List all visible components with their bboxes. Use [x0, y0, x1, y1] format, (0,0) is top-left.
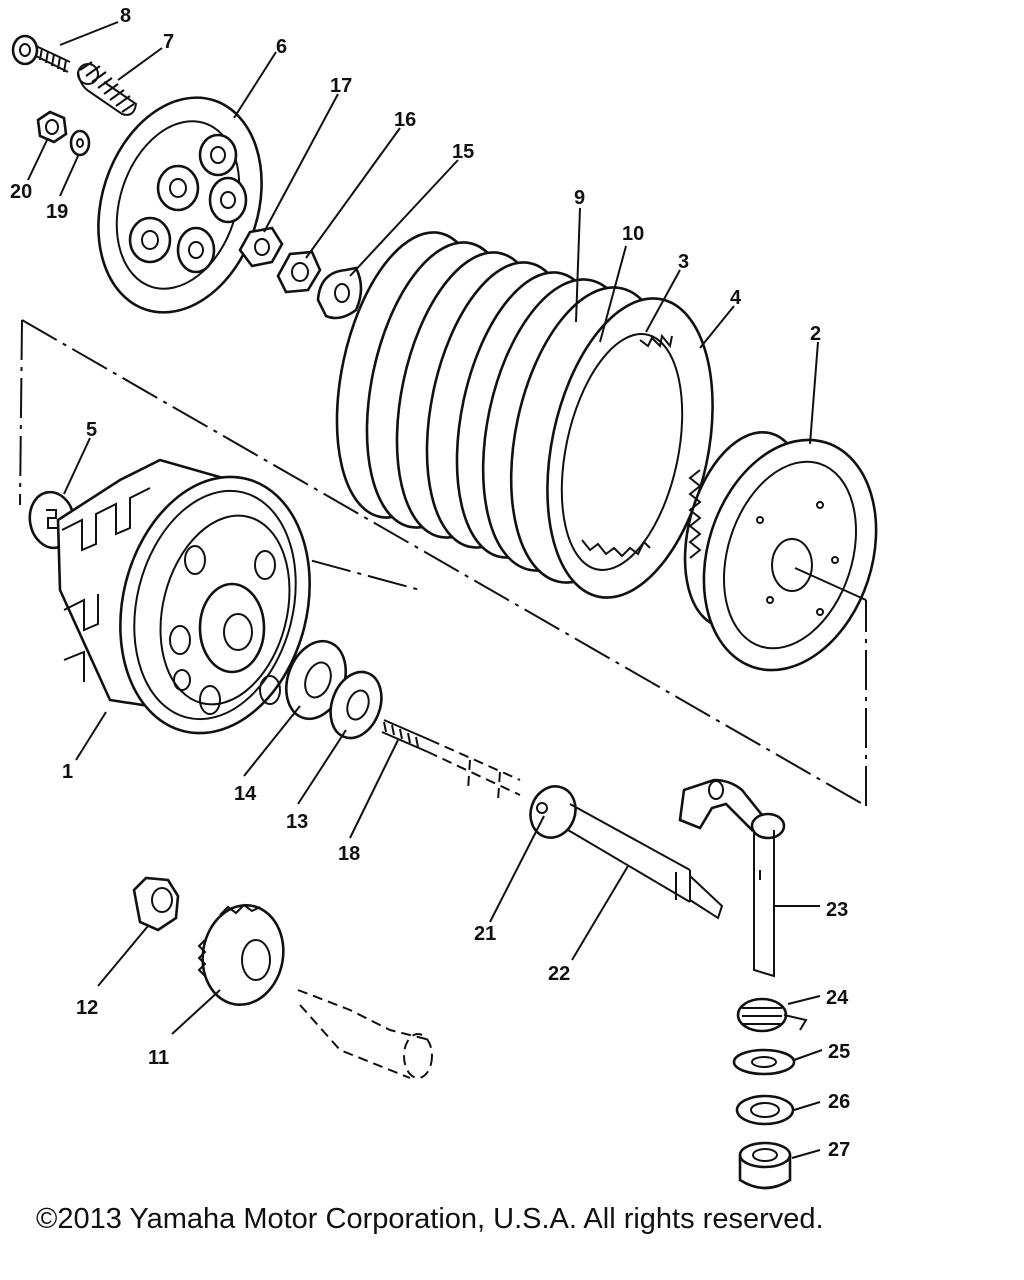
part-16-nut [276, 250, 322, 294]
callout-16: 16 [394, 109, 416, 131]
callout-8: 8 [120, 5, 131, 27]
callout-7: 7 [163, 31, 174, 53]
part-19-washer [69, 129, 91, 157]
part-14-washer [285, 639, 347, 721]
callout-14: 14 [234, 783, 257, 805]
callout-20: 20 [10, 181, 32, 203]
callout-9: 9 [574, 187, 585, 209]
callout-24: 24 [826, 987, 849, 1009]
part-20-nut [36, 110, 68, 144]
part-12-nut [132, 876, 180, 932]
part-26-seal [735, 1094, 795, 1126]
callout-21: 21 [474, 923, 496, 945]
part-7-spring [77, 61, 138, 116]
assembly-outline [19, 319, 867, 807]
callout-4: 4 [730, 287, 742, 309]
callout-1: 1 [62, 761, 73, 783]
part-23-kick-lever [678, 778, 786, 978]
callout-2: 2 [810, 323, 821, 345]
part-13-washer [329, 670, 383, 740]
callout-26: 26 [828, 1091, 850, 1113]
part-6-pressure-plate [97, 96, 263, 314]
callout-5: 5 [86, 419, 97, 441]
callout-12: 12 [76, 997, 98, 1019]
leader-lines [27, 21, 823, 1159]
callout-18: 18 [338, 843, 360, 865]
callout-10: 10 [622, 223, 644, 245]
clutch-plate-stack [335, 231, 714, 599]
callout-23: 23 [826, 899, 848, 921]
callout-11: 11 [148, 1047, 169, 1069]
callout-labels: 8 7 6 17 16 15 20 19 9 10 3 4 2 5 1 14 1… [10, 5, 850, 1161]
part-2-boss [683, 431, 878, 672]
callout-17: 17 [330, 75, 352, 97]
part-17-lock-washer [238, 226, 284, 268]
part-25-washer [732, 1048, 796, 1076]
part-11-gear [197, 903, 285, 1007]
part-27-bushing [738, 1141, 792, 1190]
part-1-clutch-housing [56, 458, 311, 735]
callout-13: 13 [286, 811, 308, 833]
part-22-kick-shaft [381, 719, 724, 920]
callout-6: 6 [276, 36, 287, 58]
crank-shaft-hint [297, 989, 433, 1079]
callout-25: 25 [828, 1041, 850, 1063]
part-15-tab-washer [316, 266, 363, 320]
part-24-spring [736, 997, 808, 1033]
callout-3: 3 [678, 251, 689, 273]
callout-22: 22 [548, 963, 570, 985]
copyright-notice: ©2013 Yamaha Motor Corporation, U.S.A. A… [36, 1203, 824, 1235]
callout-19: 19 [46, 201, 68, 223]
callout-15: 15 [452, 141, 474, 163]
callout-27: 27 [828, 1139, 850, 1161]
part-8-bolt [11, 34, 71, 73]
